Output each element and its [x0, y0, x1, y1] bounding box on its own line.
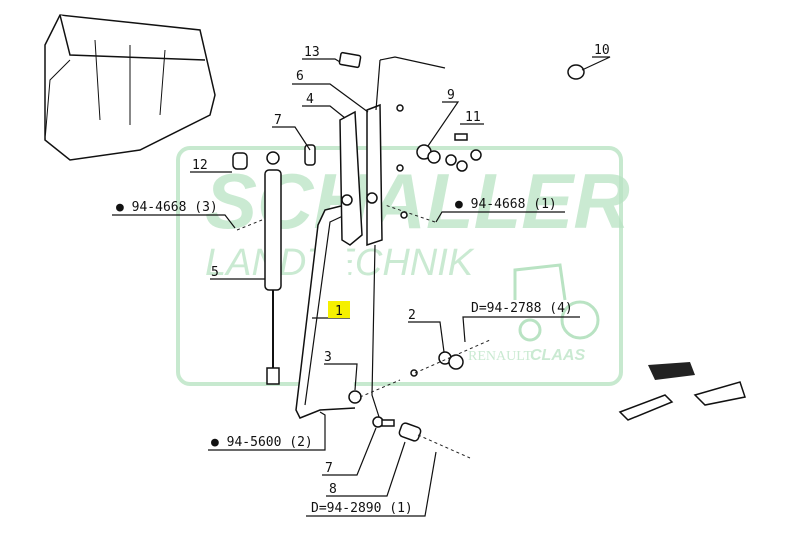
callout-11[interactable]: 11: [465, 110, 481, 125]
bracket-4: [339, 110, 363, 246]
callout-3[interactable]: 3: [324, 350, 332, 365]
tractor-cab-illustration: [44, 14, 216, 161]
callout-12[interactable]: 12: [192, 158, 208, 173]
callout-10[interactable]: 10: [594, 43, 610, 58]
direction-arrows-icon: [618, 362, 746, 421]
callout-4[interactable]: 4: [306, 92, 314, 107]
rod: [371, 56, 446, 421]
watermark: SCHALLER LANDTECHNIK RENAULT CLAAS: [176, 146, 630, 386]
watermark-partner1: RENAULT: [468, 349, 532, 364]
lever: [295, 204, 356, 419]
part-ref-94-2890-1[interactable]: D=94-2890 (1): [311, 501, 413, 516]
callout-5[interactable]: 5: [211, 265, 219, 280]
callout-7-lower[interactable]: 7: [325, 461, 333, 476]
leader-lines: [112, 56, 611, 517]
callout-1-highlight: [328, 301, 350, 318]
bracket-6: [366, 103, 383, 247]
part-ref-94-4668-1[interactable]: ● 94-4668 (1): [455, 197, 557, 212]
part-ref-94-5600-2[interactable]: ● 94-5600 (2): [211, 435, 313, 450]
part-ref-94-2788-4[interactable]: D=94-2788 (4): [471, 301, 573, 316]
gas-strut: [264, 151, 282, 385]
callout-6[interactable]: 6: [296, 69, 304, 84]
callout-9[interactable]: 9: [447, 88, 455, 103]
callout-1[interactable]: 1: [335, 304, 343, 319]
callout-2[interactable]: 2: [408, 308, 416, 323]
callout-13[interactable]: 13: [304, 45, 320, 60]
part-ref-94-4668-3[interactable]: ● 94-4668 (3): [116, 200, 218, 215]
small-parts: [232, 51, 585, 459]
watermark-partner2: CLAAS: [530, 347, 585, 364]
tractor-icon: [513, 263, 600, 342]
callout-8[interactable]: 8: [329, 482, 337, 497]
callout-7[interactable]: 7: [274, 113, 282, 128]
